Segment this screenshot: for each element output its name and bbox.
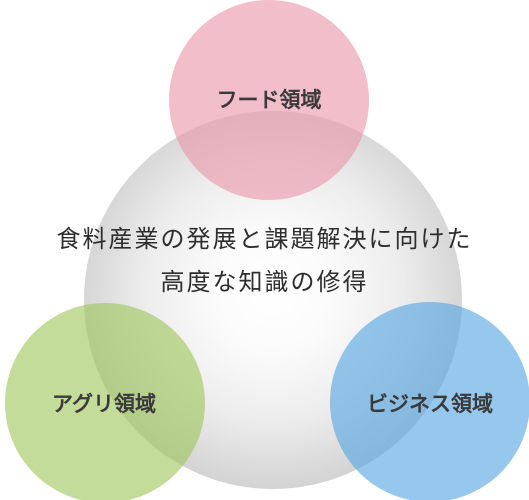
agri-domain-circle	[5, 303, 205, 500]
food-domain-circle	[169, 0, 369, 200]
center-text-line-1: 食料産業の発展と課題解決に向けた	[56, 225, 473, 253]
agri-domain-label: アグリ領域	[52, 392, 156, 416]
business-domain-circle	[330, 302, 529, 500]
business-domain-label: ビジネス領域	[367, 392, 493, 416]
center-text-line-2: 高度な知識の修得	[160, 268, 369, 296]
food-domain-label: フード領域	[216, 88, 322, 112]
